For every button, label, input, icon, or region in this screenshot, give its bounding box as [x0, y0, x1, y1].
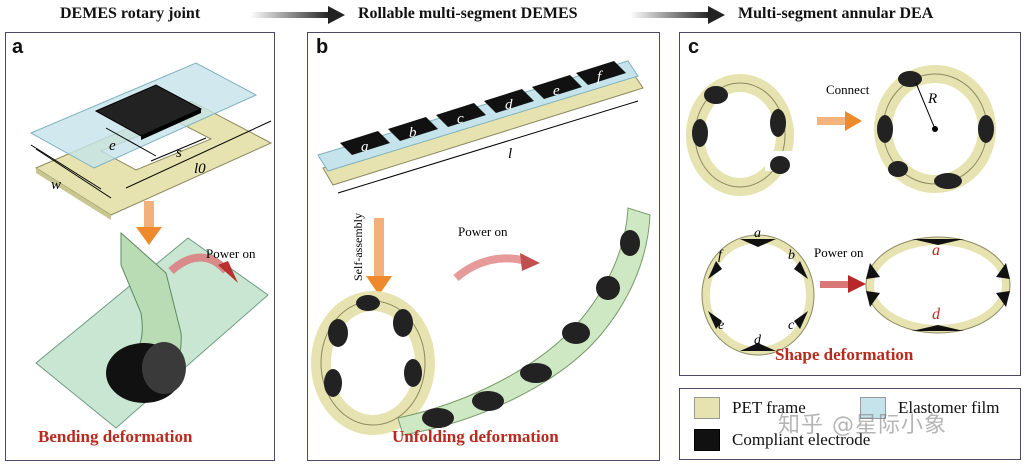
ring-label-d: d — [754, 333, 762, 348]
header-arrow-right-icon — [250, 6, 345, 24]
panel-a: a e s w l0 Power on Bending deformati — [5, 32, 275, 461]
legend-compliant-electrode: Compliant electrode — [694, 429, 870, 451]
segment-c: c — [457, 111, 464, 127]
deform-arrow-icon — [848, 275, 866, 293]
ring-label-a: a — [754, 226, 761, 241]
caption-shape: Shape deformation — [775, 345, 914, 364]
ring-label-c: c — [788, 318, 795, 333]
header-rollable-demes: Rollable multi-segment DEMES — [358, 5, 578, 22]
segment-b: b — [409, 125, 417, 141]
connect-arrow-icon — [845, 111, 862, 131]
deformed-label-d: d — [932, 306, 941, 323]
power-on-label-b: Power on — [458, 224, 508, 239]
segment-d: d — [505, 97, 513, 113]
segment-electrodes — [340, 61, 626, 155]
ring-label-b: b — [788, 248, 795, 263]
ring-label-f: f — [718, 248, 724, 263]
panel-a-label: a — [12, 36, 24, 58]
legend-pet-frame: PET frame — [694, 397, 806, 419]
legend-pet-frame-label: PET frame — [732, 398, 806, 417]
radius-R: R — [927, 91, 937, 107]
power-on-label-c: Power on — [814, 245, 864, 260]
panel-b-label: b — [316, 36, 329, 58]
legend: PET frame Elastomer film Compliant elect… — [679, 388, 1021, 460]
annular-dea-illustration: Connect R a b c d e f — [686, 65, 1011, 356]
elastomer-film-swatch — [860, 397, 886, 419]
length-l: l — [508, 146, 512, 162]
power-on-label-a: Power on — [206, 246, 256, 261]
down-arrow-icon — [136, 227, 162, 245]
self-assembly-label: Self-assembly — [351, 213, 365, 281]
power-arrow-icon — [520, 253, 540, 271]
caption-unfolding: Unfolding deformation — [392, 427, 559, 446]
header-rotary-joint: DEMES rotary joint — [60, 5, 201, 22]
header-annular-dea: Multi-segment annular DEA — [738, 5, 934, 22]
dim-e: e — [109, 138, 116, 154]
legend-compliant-electrode-label: Compliant electrode — [732, 430, 871, 449]
connect-label: Connect — [826, 82, 870, 97]
panel-c: c Connect R — [679, 32, 1021, 376]
header-arrow-right-icon — [630, 6, 725, 24]
deformed-label-a: a — [932, 242, 940, 259]
watermark: 知乎 @星际小象 — [778, 413, 947, 438]
ring-label-e: e — [718, 318, 724, 333]
caption-bending: Bending deformation — [38, 427, 193, 446]
pet-strip — [322, 72, 644, 186]
legend-elastomer-film: Elastomer film — [860, 397, 1000, 419]
rotary-joint-illustration: e s w l0 Power on — [29, 62, 273, 429]
panel-c-label: c — [688, 36, 700, 58]
segment-a: a — [361, 139, 369, 155]
panel-b: b a b c d e f l Self-assembly Power on — [307, 32, 660, 461]
dim-w: w — [51, 177, 61, 193]
segment-f: f — [597, 69, 603, 85]
electrode-swatch — [694, 429, 720, 451]
rotate-arrow-icon — [218, 261, 238, 283]
dim-l0: l0 — [194, 161, 206, 177]
dim-s: s — [176, 145, 182, 161]
segment-e: e — [553, 83, 560, 99]
pet-frame-swatch — [694, 397, 720, 419]
rollable-demes-illustration: a b c d e f l Self-assembly Power on — [311, 60, 651, 436]
self-assembly-arrow-icon — [366, 276, 392, 295]
legend-elastomer-film-label: Elastomer film — [898, 398, 1000, 417]
